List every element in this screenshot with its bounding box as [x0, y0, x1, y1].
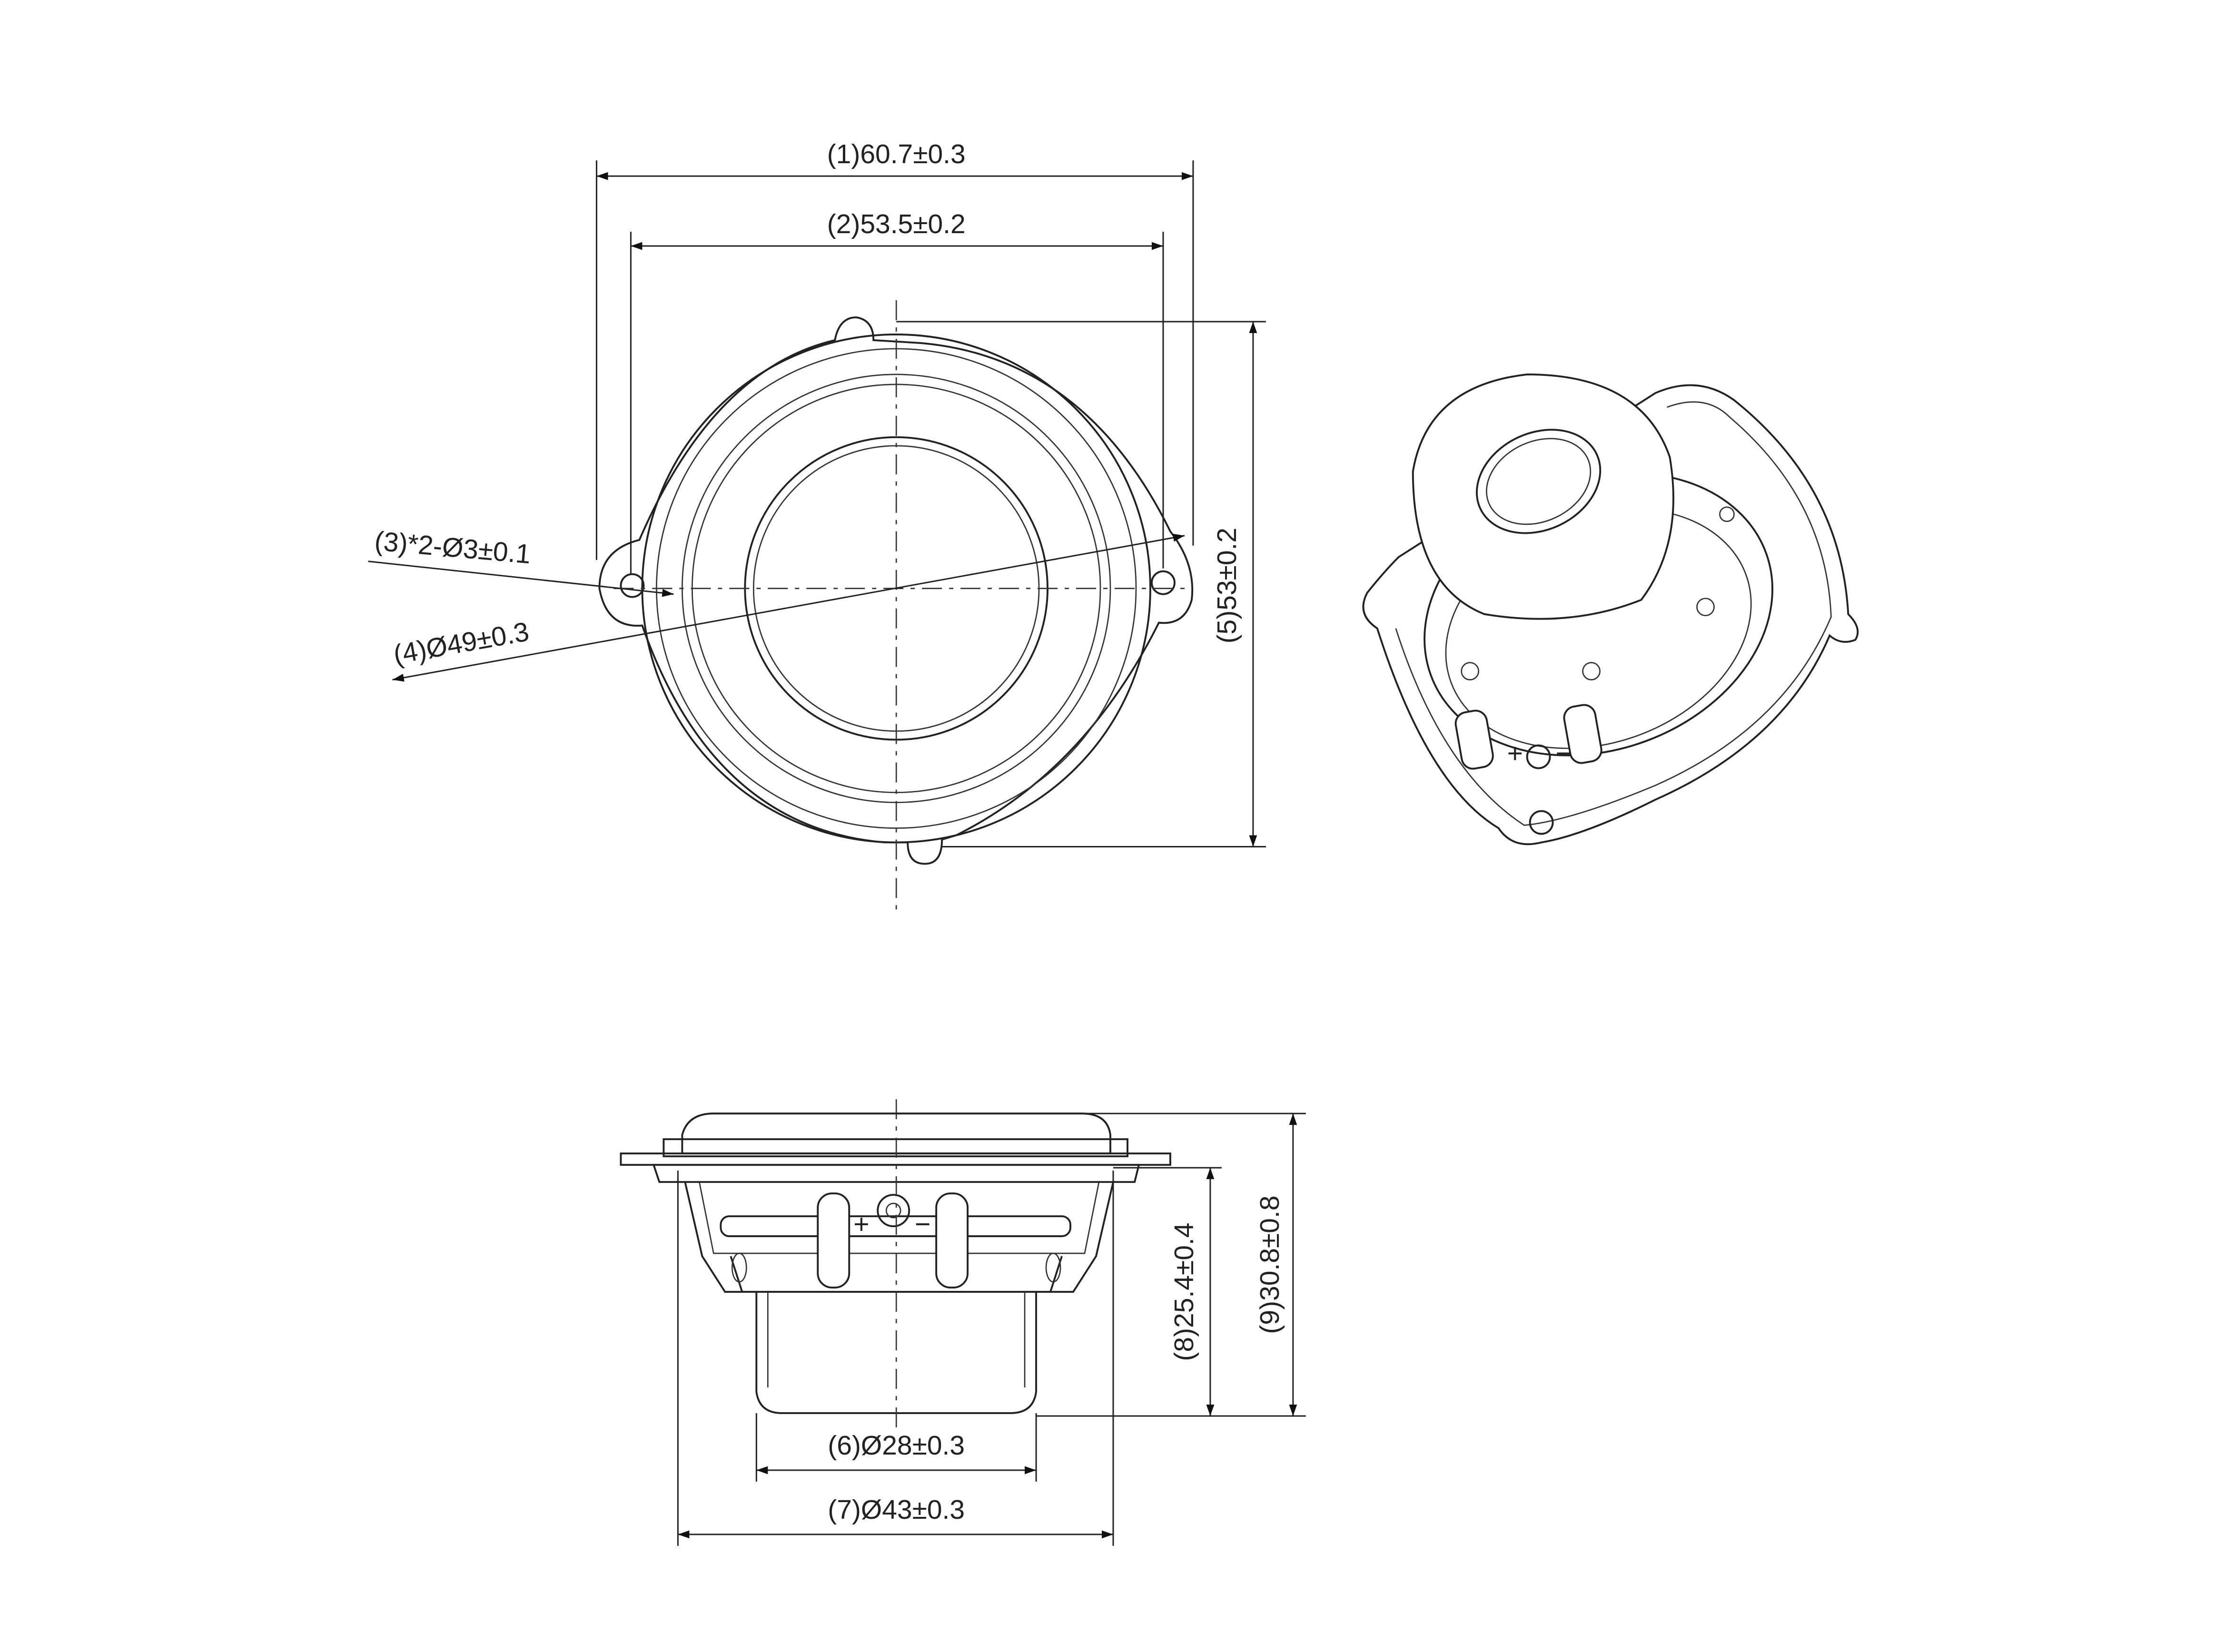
dimension-2-label: (2)53.5±0.2 — [827, 209, 966, 239]
dimension-3-label: (3)*2-Ø3±0.1 — [374, 526, 532, 570]
top-view: (1)60.7±0.3 (2)53.5±0.2 (5)53±0.2 (3)*2-… — [368, 139, 1266, 914]
dimension-4-label: (4)Ø49±0.3 — [391, 616, 532, 670]
dimension-6-label: (6)Ø28±0.3 — [828, 1430, 965, 1461]
dimension-9-label: (9)30.8±0.8 — [1255, 1196, 1285, 1334]
dimension-1-label: (1)60.7±0.3 — [827, 139, 966, 169]
side-view: + − (9)30.8±0.8 (8)25.4±0.4 (6)Ø28±0.3 (… — [620, 1099, 1306, 1546]
dimension-5-label: (5)53±0.2 — [1212, 528, 1242, 643]
perspective-view: + − — [1362, 373, 1859, 846]
mount-hole-left — [620, 573, 645, 598]
side-terminal-minus: − — [915, 1209, 930, 1239]
terminal-minus-mark: − — [1556, 738, 1572, 769]
mount-hole-right — [1151, 570, 1176, 595]
side-terminal-plus: + — [853, 1209, 869, 1239]
dimension-8-label: (8)25.4±0.4 — [1169, 1223, 1199, 1361]
magnet — [1412, 373, 1674, 620]
dimension-7-label: (7)Ø43±0.3 — [828, 1495, 965, 1525]
terminal-plus-mark: + — [1507, 738, 1523, 769]
